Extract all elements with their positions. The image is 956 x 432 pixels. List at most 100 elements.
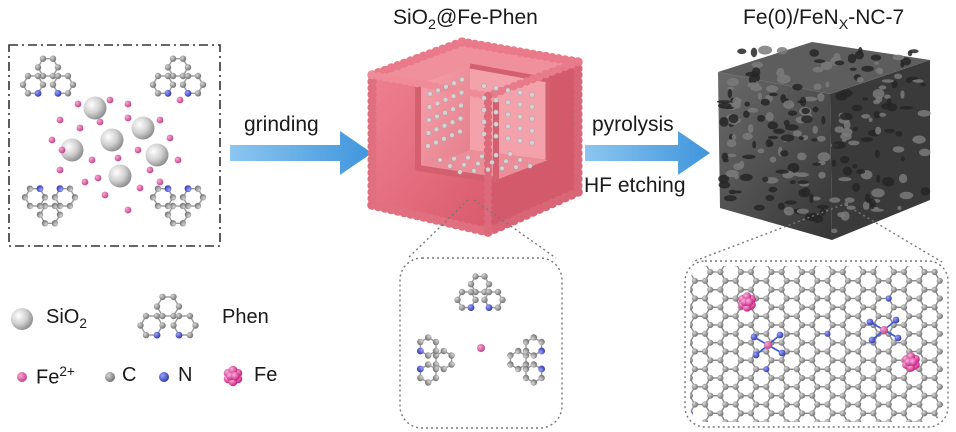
carbon-atom [722, 277, 729, 284]
nitrogen-atom [752, 351, 760, 359]
carbon-atom [900, 286, 908, 293]
carbon-atom [763, 277, 770, 284]
carbon-atom [793, 419, 801, 422]
carbon-atom [530, 334, 538, 341]
carbon-atom [702, 330, 709, 337]
carbon-atom [783, 366, 790, 373]
carbon-atom [51, 220, 59, 227]
carbon-atom [722, 313, 729, 320]
carbon-atom [737, 268, 744, 276]
carbon-atom [702, 313, 709, 320]
carbon-atom [481, 273, 488, 280]
carbon-atom [737, 374, 744, 382]
carbon-atom [839, 268, 846, 276]
carbon-atom [153, 303, 161, 310]
carbon-atom [931, 339, 938, 346]
carbon-atom [170, 312, 177, 320]
fe-ion [136, 184, 144, 192]
carbon-atom [936, 277, 943, 284]
legend-fe-ion-dot [17, 372, 27, 382]
fe-ion [124, 100, 132, 108]
right-title: Fe(0)/FeNX-NC-7 [743, 6, 905, 34]
nitrogen-atom [894, 334, 902, 342]
carbon-atom [885, 401, 892, 408]
carbon-atom [829, 339, 836, 346]
carbon-atom [931, 321, 938, 329]
phen-molecule [416, 334, 455, 386]
precursor-mixture [19, 55, 207, 227]
pyrolysis-arrow [585, 131, 710, 175]
carbon-atom [875, 383, 882, 390]
carbon-atom [515, 347, 522, 355]
carbon-atom [56, 211, 64, 218]
carbon-atom [783, 295, 790, 302]
carbon-atom [793, 277, 801, 284]
carbon-atom [900, 374, 908, 382]
graphene-zoom-panel [684, 260, 949, 428]
carbon-atom [885, 348, 892, 355]
pyrolysis-label: pyrolysis [592, 113, 674, 136]
fe-ion [74, 100, 82, 108]
carbon-atom [64, 72, 72, 80]
carbon-atom [690, 321, 693, 329]
carbon-atom [763, 295, 770, 302]
carbon-atom [855, 348, 862, 355]
carbon-atom [778, 357, 785, 364]
carbon-atom [169, 202, 177, 210]
carbon-atom [36, 202, 44, 210]
carbon-atom [947, 331, 953, 337]
carbon-atom [24, 72, 32, 80]
carbon-atom [732, 366, 739, 373]
fe-phen-complex [416, 273, 546, 386]
carbon-atom [175, 312, 183, 320]
carbon-atom [49, 81, 57, 88]
carbon-atom [763, 313, 770, 320]
carbon-atom [753, 366, 760, 373]
nitrogen-atom [56, 185, 64, 193]
carbon-atom [916, 313, 923, 320]
phen-molecule [454, 273, 506, 311]
carbon-atom [931, 410, 938, 417]
legend-sio2-sphere [11, 308, 33, 330]
carbon-atom [763, 419, 770, 422]
carbon-atom [66, 202, 74, 210]
carbon-atom [179, 72, 187, 80]
fe-atom [745, 297, 754, 307]
carbon-atom [921, 410, 928, 417]
carbon-atom [936, 401, 943, 408]
carbon-atom [824, 401, 831, 408]
carbon-atom [432, 338, 440, 346]
carbon-atom [41, 202, 49, 210]
carbon-atom [839, 392, 846, 399]
carbon-atom [179, 202, 187, 210]
carbon-atom [691, 366, 699, 373]
carbon-atom [153, 312, 161, 320]
carbon-atom [906, 383, 913, 390]
carbon-atom [885, 366, 892, 373]
carbon-atom [34, 72, 42, 80]
carbon-atom [798, 410, 806, 417]
carbon-atom [732, 348, 739, 355]
carbon-atom [522, 374, 530, 382]
carbon-atom [164, 211, 172, 218]
carbon-atom [870, 410, 877, 417]
carbon-atom [798, 339, 806, 346]
nitrogen-atom [184, 185, 192, 193]
carbon-atom [798, 357, 806, 364]
carbon-atom [952, 357, 956, 363]
carbon-atom [707, 321, 714, 329]
fe-ion [56, 166, 64, 174]
carbon-atom [522, 338, 530, 346]
carbon-atom [824, 366, 831, 373]
legend-nitrogen-label: N [178, 364, 193, 386]
carbon-atom [839, 339, 846, 346]
carbon-atom [793, 348, 801, 355]
carbon-atom [164, 202, 172, 210]
carbon-atom [844, 401, 852, 408]
nitrogen-atom [892, 316, 900, 324]
carbon-atom [900, 339, 908, 346]
carbon-atom [690, 374, 693, 382]
carbon-atom [164, 72, 172, 80]
fe-ion [174, 156, 182, 164]
